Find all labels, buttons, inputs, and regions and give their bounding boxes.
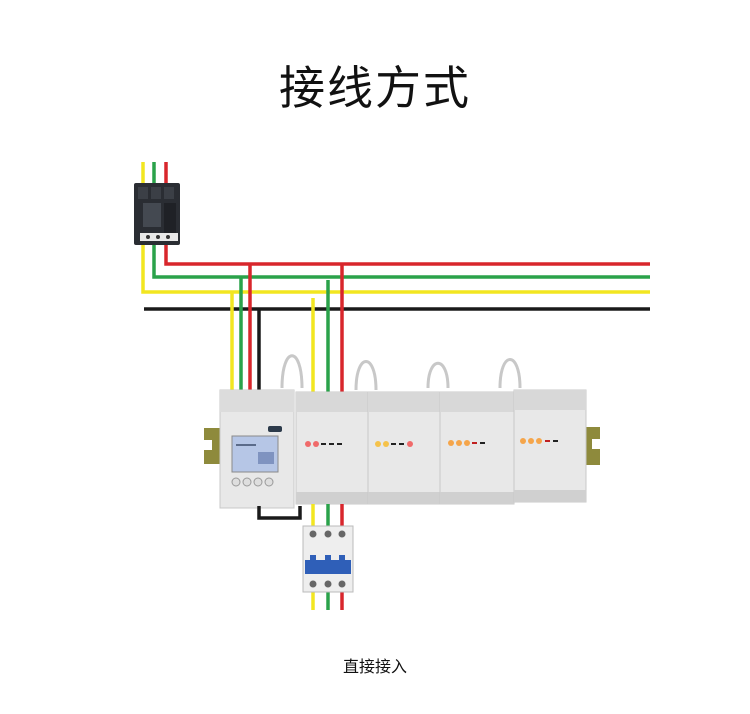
page-title: 接线方式 (279, 61, 471, 115)
jumper-cables (280, 354, 522, 391)
main-meter (219, 389, 295, 509)
wiring-caption: 直接接入 (342, 657, 407, 676)
din-rail (204, 427, 600, 465)
bottom-jumper-wire (257, 506, 302, 520)
meter-drop-wires (230, 264, 344, 392)
expansion-module-1 (295, 391, 369, 505)
main-breaker (134, 183, 180, 245)
expansion-module-2 (367, 391, 441, 505)
expansion-module-4 (513, 389, 587, 503)
branch-breaker (302, 525, 354, 593)
expansion-module-3 (439, 391, 515, 505)
bus-wires (141, 162, 650, 311)
